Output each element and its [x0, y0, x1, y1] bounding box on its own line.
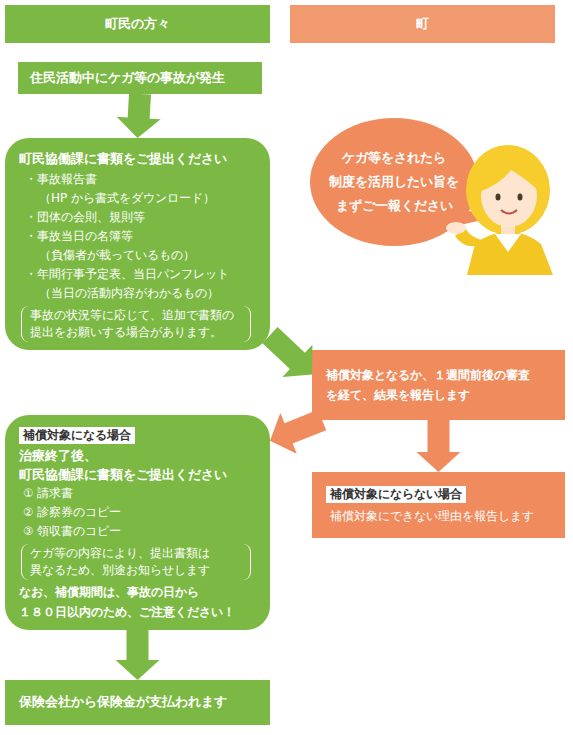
flow-arrow [117, 93, 161, 138]
box-text: 保険会社から保険金が支払われます [19, 694, 256, 711]
tag-label: 補償対象になる場合 [19, 427, 135, 444]
collar [495, 234, 521, 252]
list-item: ③ 領収書のコピー [23, 522, 258, 541]
list-note: （当日の活動内容がわかるもの） [39, 284, 258, 303]
review-box: 補償対象となるか、１週間前後の審査 を経て、結果を報告します [312, 350, 565, 420]
event-box: 住民活動中にケガ等の事故が発生 [18, 62, 262, 94]
ineligible-box: 補償対象にならない場合補償対象にできない理由を報告します [312, 472, 565, 538]
hair-back [466, 145, 550, 235]
list-note: （負傷者が載っているもの） [39, 246, 258, 265]
flow-arrow [270, 410, 326, 454]
eligible-box: 補償対象になる場合治療終了後、 町民協働課に書類をご提出ください① 請求書② 診… [5, 415, 270, 630]
eye [518, 194, 523, 201]
list-item: ・事故報告書 [25, 170, 258, 189]
list-item: ① 請求書 [23, 484, 258, 503]
hand [446, 222, 466, 234]
list-item: ・団体の会則、規則等 [25, 208, 258, 227]
box-text: 補償対象となるか、１週間前後の審査 を経て、結果を報告します [326, 365, 551, 405]
column-header: 町 [290, 5, 555, 43]
list-item: ・事故当日の名簿等 [25, 227, 258, 246]
flow-arrow [116, 630, 160, 680]
payment-box: 保険会社から保険金が支払われます [5, 680, 270, 725]
list-item: ② 診察券のコピー [23, 503, 258, 522]
header-text: 町 [298, 15, 547, 33]
flow-arrow [263, 327, 313, 377]
list-note: （HP から書式をダウンロード） [39, 189, 258, 208]
bubble-ellipse [310, 118, 478, 246]
box-heading: 町民協働課に書類をご提出ください [19, 150, 258, 168]
notice-text: なお、補償期間は、事故の日から １８０日以内のため、ご注意ください！ [19, 582, 258, 622]
list-item: ・年間行事予定表、当日パンフレット [25, 265, 258, 284]
column-header: 町民の方々 [5, 5, 270, 43]
shirt [467, 232, 553, 275]
bracket-note: 事故の状況等に応じて、追加で書類の 提出をお願いする場合があります。 [21, 306, 251, 342]
document-box: 町民協働課に書類をご提出ください・事故報告書（HP から書式をダウンロード）・団… [5, 138, 270, 350]
bubble-text: ケガ等をされたら 制度を活用したい旨を まずご一報ください [319, 146, 469, 218]
tag-label: 補償対象にならない場合 [326, 486, 466, 503]
eye [496, 194, 501, 201]
mouth [501, 210, 517, 214]
box-text: 住民活動中にケガ等の事故が発生 [30, 70, 250, 87]
header-text: 町民の方々 [13, 15, 262, 33]
bracket-note: ケガ等の内容により、提出書類は 異なるため、別途お知らせします [21, 544, 251, 580]
flow-arrow [417, 420, 461, 472]
bangs [479, 158, 540, 192]
box-text: 補償対象にできない理由を報告します [330, 507, 551, 525]
box-heading: 治療終了後、 町民協働課に書類をご提出ください [19, 446, 258, 484]
woman-illustration [445, 140, 570, 275]
